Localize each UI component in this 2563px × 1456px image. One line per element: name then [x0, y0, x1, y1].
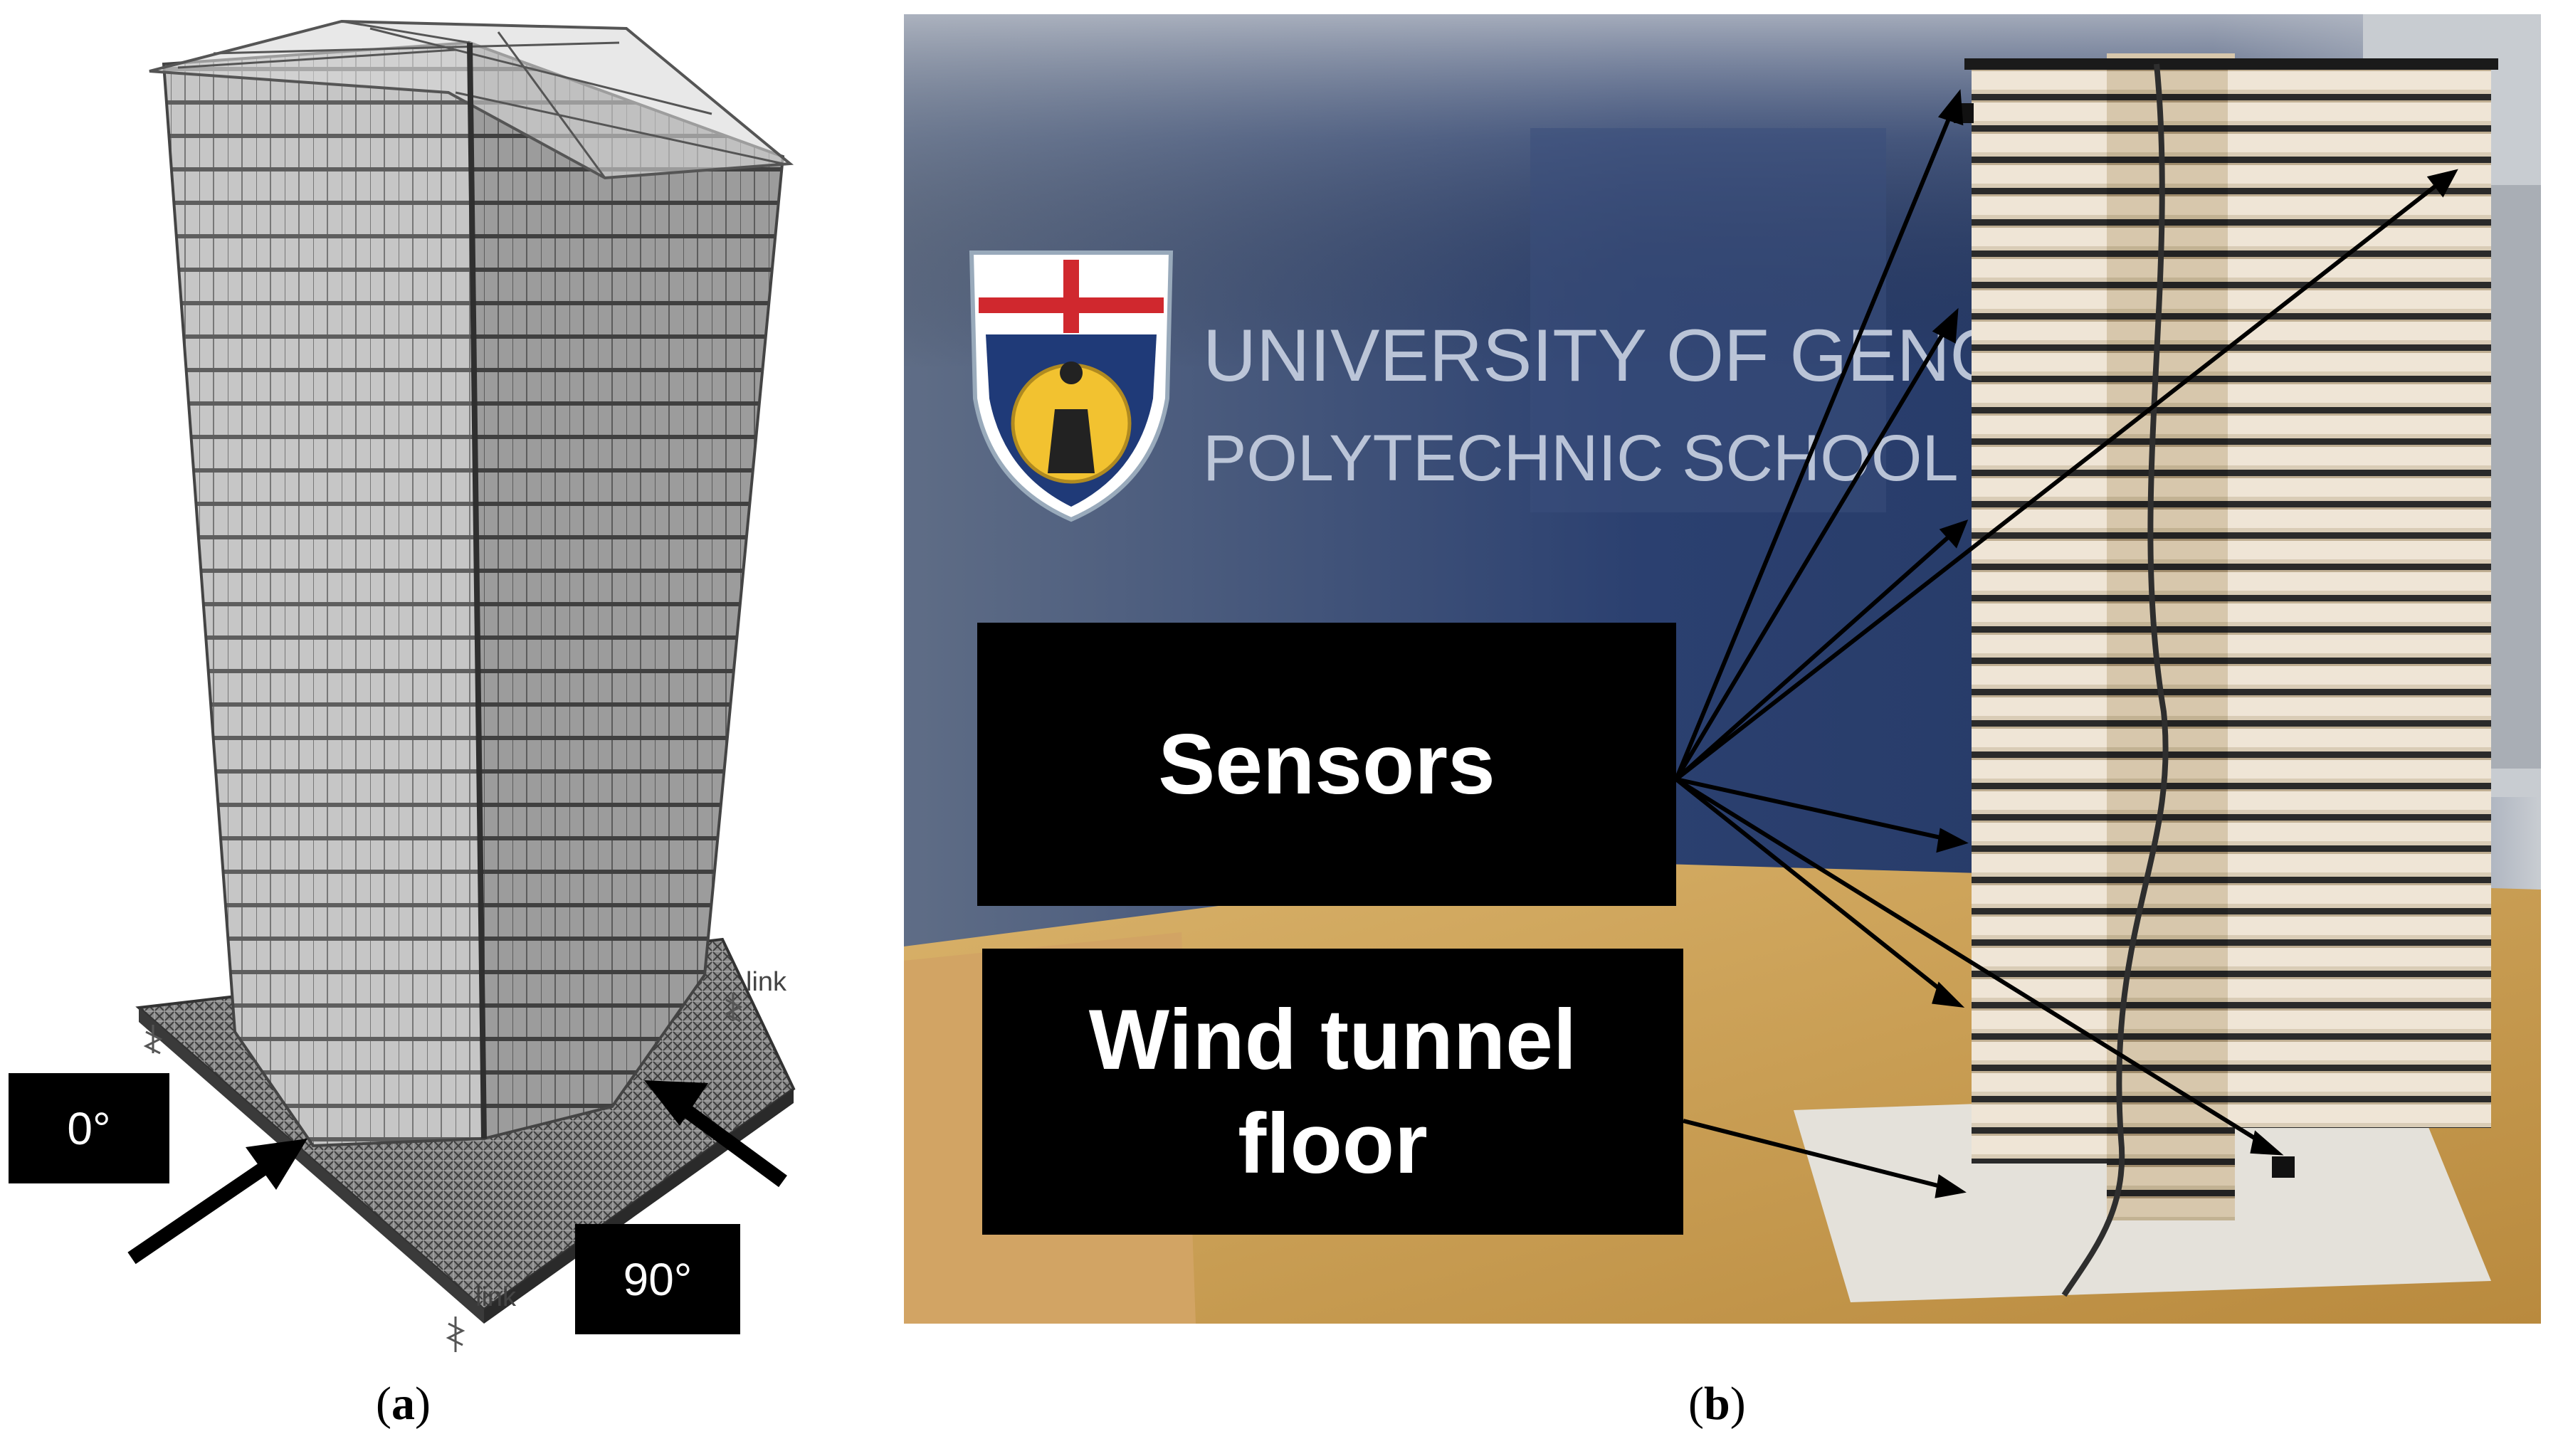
caption-b-open: (: [1688, 1378, 1704, 1430]
label-90-degrees-text: 90°: [623, 1253, 693, 1305]
university-logo: [969, 250, 1174, 522]
sensor-arrow-2: [1674, 322, 1951, 781]
label-90-degrees: 90°: [575, 1224, 740, 1334]
sensor-arrow-4-head: [2426, 169, 2458, 198]
wind-arrow-90deg-head: [644, 1080, 708, 1126]
floor-arrow: [1683, 1119, 1949, 1191]
caption-a: (a): [376, 1377, 431, 1431]
floor-callout-line1: Wind tunnel: [1088, 991, 1577, 1087]
tower-spine: [467, 42, 487, 1139]
sensor-arrow-5-head: [1936, 828, 1969, 853]
label-0-degrees-text: 0°: [67, 1102, 111, 1154]
sensor-arrow-2-head: [1932, 307, 1959, 344]
logo-cross-vertical: [1063, 260, 1079, 333]
caption-b-letter: b: [1703, 1378, 1730, 1430]
caption-a-close: ): [414, 1378, 431, 1430]
sensors-callout-text: Sensors: [1158, 716, 1495, 812]
panel-a-fe-model: link link: [127, 19, 796, 1352]
label-0-degrees: 0°: [9, 1073, 169, 1183]
link-label-bottom: link: [475, 1282, 517, 1312]
floor-callout-line2: floor: [1238, 1096, 1428, 1191]
wind-tunnel-floor-callout: Wind tunnel floor: [982, 949, 1683, 1235]
tower-model-core: [2107, 53, 2235, 1220]
caption-b: (b): [1688, 1377, 1746, 1431]
sensor-marker-bottom: [2272, 1156, 2295, 1178]
school-name: POLYTECHNIC SCHOOL: [1203, 422, 1959, 495]
sensor-arrow-1: [1674, 105, 1956, 781]
caption-a-letter: a: [391, 1378, 415, 1430]
support-spring-left: [143, 1025, 163, 1055]
support-spring-bottom: [446, 1317, 465, 1352]
caption-b-close: ): [1730, 1378, 1746, 1430]
photo-window-band: [1530, 128, 1886, 512]
wind-arrow-0deg: [127, 1150, 285, 1265]
sensor-cable: [2061, 63, 2169, 1297]
sensors-callout: Sensors: [977, 623, 1676, 906]
base-slab-edge: [139, 1008, 484, 1324]
sensor-arrow-4: [1675, 179, 2443, 781]
floor-arrow-head: [1935, 1173, 1967, 1198]
sensor-arrow-5: [1675, 777, 1951, 842]
sensor-arrow-7: [1675, 777, 2268, 1148]
wind-arrow-90deg: [672, 1097, 787, 1188]
roof-grid: [177, 20, 784, 179]
sensor-arrow-1-head: [1937, 89, 1964, 126]
logo-figure: [1048, 362, 1095, 473]
tower-left-face: [162, 41, 486, 1148]
wind-arrow-0deg-head: [246, 1139, 307, 1190]
sensor-arrow-7-head: [2250, 1130, 2284, 1156]
base-slab-edge-right: [484, 1089, 794, 1324]
link-label-top: link: [746, 967, 787, 997]
tower-model-right-wing: [2228, 68, 2491, 1128]
sensor-arrow-3-head: [1939, 519, 1969, 549]
sensor-arrow-6-head: [1932, 981, 1965, 1008]
sensor-arrow-3: [1675, 530, 1955, 781]
tower-model: [1954, 53, 2498, 1297]
university-name: UNIVERSITY OF GENOVA: [1203, 315, 2101, 397]
sensor-arrows: [1674, 89, 2458, 1198]
sensor-arrow-6: [1675, 777, 1950, 998]
support-spring-right: [723, 993, 743, 1023]
caption-a-open: (: [376, 1378, 391, 1430]
tower-model-top-plate: [1964, 58, 2498, 70]
